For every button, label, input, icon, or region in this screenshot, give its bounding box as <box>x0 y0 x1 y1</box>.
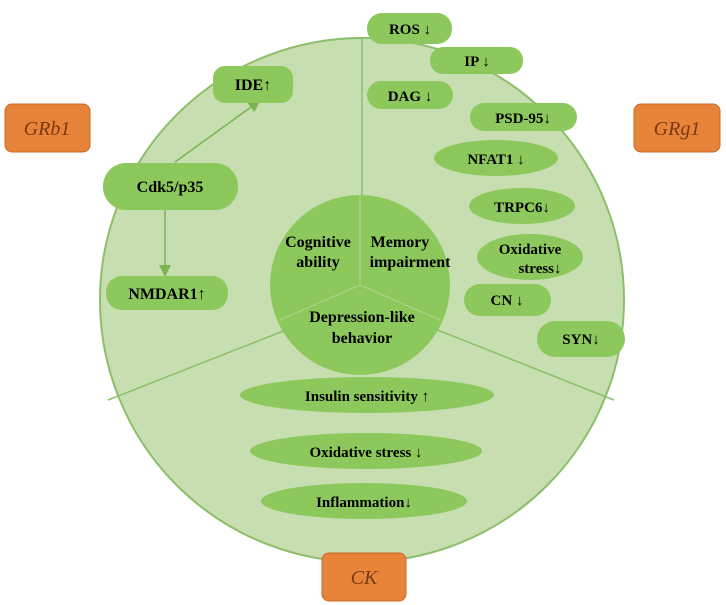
node-oxidative-grg1-line2: stress↓ <box>518 261 561 277</box>
node-nmdar1-label: NMDAR1↑ <box>128 286 205 303</box>
center-cognitive-line1: Cognitive <box>285 234 351 251</box>
badge-grg1: GRg1 <box>633 103 721 153</box>
node-ros: ROS ↓ <box>367 13 452 44</box>
node-psd95-label: PSD-95↓ <box>495 111 551 127</box>
node-dag: DAG ↓ <box>367 81 453 109</box>
node-nmdar1: NMDAR1↑ <box>106 276 228 310</box>
node-dag-label: DAG ↓ <box>388 89 433 105</box>
node-nfat1: NFAT1 ↓ <box>434 140 558 176</box>
node-oxidative-grg1-line1: Oxidative <box>499 242 562 258</box>
badge-ck-label: CK <box>351 567 379 589</box>
badge-grb1: GRb1 <box>4 103 91 153</box>
node-nfat1-label: NFAT1 ↓ <box>467 152 524 168</box>
node-trpc6: TRPC6↓ <box>469 188 575 224</box>
node-oxidative-stress-ck: Oxidative stress ↓ <box>250 433 482 469</box>
center-memory-line2: impairment <box>370 254 452 271</box>
node-insulin-sensitivity: Insulin sensitivity ↑ <box>240 377 494 413</box>
node-ip-label: IP ↓ <box>464 54 489 70</box>
badge-grb1-label: GRb1 <box>24 118 71 140</box>
center-cognitive-line2: ability <box>296 254 340 271</box>
node-cn: CN ↓ <box>464 284 551 316</box>
center-depression-line1: Depression-like <box>309 309 414 326</box>
node-syn: SYN↓ <box>537 321 625 357</box>
badge-ck: CK <box>321 552 407 602</box>
node-psd95: PSD-95↓ <box>470 103 577 131</box>
node-ros-label: ROS ↓ <box>389 22 431 38</box>
node-cn-label: CN ↓ <box>491 293 524 309</box>
node-ide-label: IDE↑ <box>235 77 271 94</box>
center-memory-line1: Memory <box>371 234 430 251</box>
inner-divider-left <box>279 284 361 321</box>
node-ip: IP ↓ <box>430 47 523 74</box>
node-inflammation-label: Inflammation↓ <box>316 495 412 511</box>
node-ide: IDE↑ <box>213 66 293 103</box>
node-cdk5-label: Cdk5/p35 <box>137 179 204 196</box>
center-depression-line2: behavior <box>332 330 392 347</box>
node-cdk5: Cdk5/p35 <box>103 163 238 210</box>
node-syn-label: SYN↓ <box>562 332 600 348</box>
badge-grg1-label: GRg1 <box>654 118 701 140</box>
node-inflammation: Inflammation↓ <box>261 483 467 519</box>
node-oxidative-ck-label: Oxidative stress ↓ <box>309 445 422 461</box>
arrow-cdk5-to-ide <box>174 100 261 163</box>
inner-divider-right <box>359 284 441 321</box>
node-insulin-label: Insulin sensitivity ↑ <box>305 389 429 405</box>
node-oxidative-stress-grg1: Oxidative stress↓ <box>477 234 583 280</box>
node-trpc6-label: TRPC6↓ <box>494 200 550 216</box>
